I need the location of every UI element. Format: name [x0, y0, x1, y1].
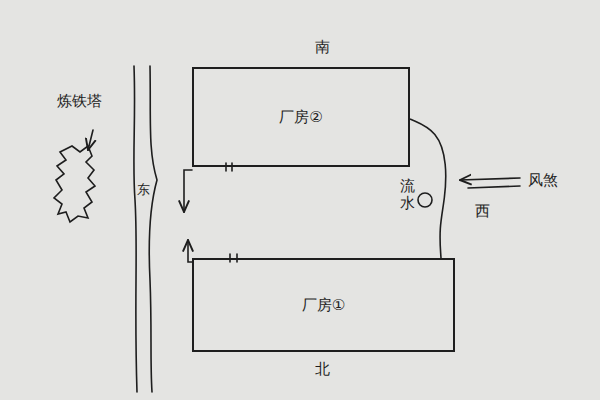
river-bank	[149, 66, 157, 392]
sketch-label: 风煞	[527, 171, 559, 189]
leader-arrow	[88, 130, 93, 150]
sketch-label: 炼铁塔	[56, 92, 103, 110]
sketch-label: 东	[136, 182, 151, 198]
sketch-label: 流水	[400, 178, 415, 211]
boundary-wall	[410, 119, 446, 258]
building-name: 厂房②	[279, 108, 322, 127]
sketch-label: 北	[314, 360, 331, 378]
sketch-label: 西	[474, 202, 491, 220]
flow-arrow	[184, 170, 192, 212]
building-box: 厂房①	[192, 258, 455, 352]
wind-arrow	[460, 178, 520, 180]
water-mark	[418, 193, 432, 207]
river-bank	[134, 66, 137, 392]
building-box: 厂房②	[192, 67, 410, 167]
wind-arrow	[468, 186, 520, 188]
smelter-cloud	[54, 146, 95, 222]
door-tick	[226, 163, 232, 171]
sketch-label: 南	[314, 38, 331, 56]
building-name: 厂房①	[302, 296, 345, 315]
